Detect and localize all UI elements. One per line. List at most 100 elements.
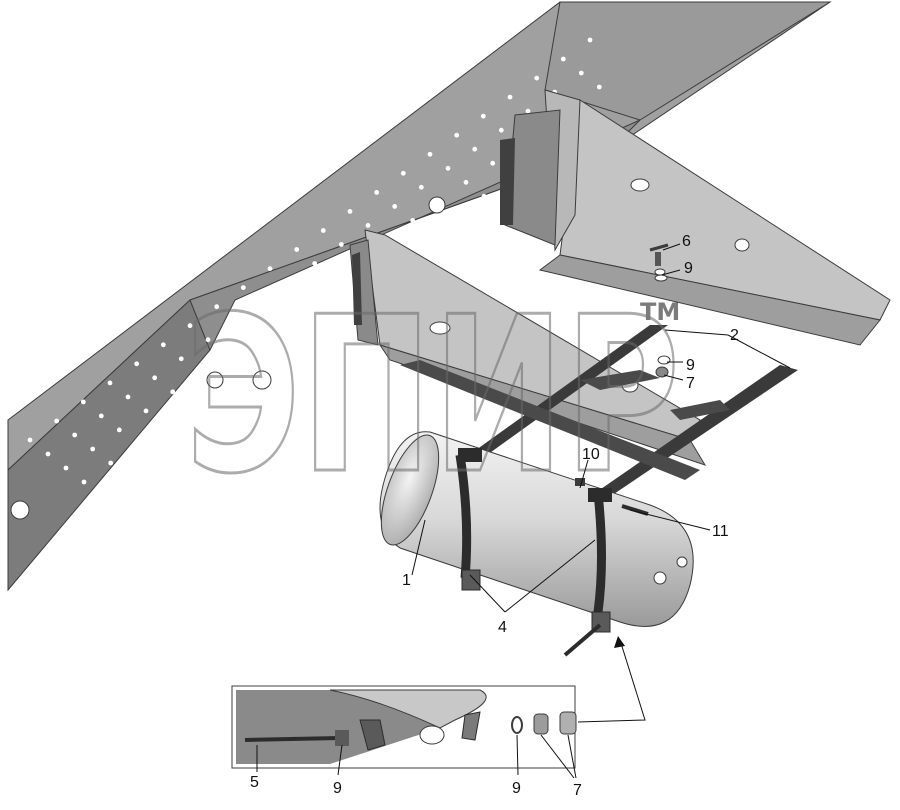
frame-large-hole (10, 500, 30, 520)
frame-hole (410, 218, 416, 223)
frame-hole (258, 299, 264, 304)
frame-hole (267, 266, 273, 271)
watermark-tm: TM (640, 298, 680, 326)
frame-hole (223, 351, 229, 357)
frame-hole (454, 132, 460, 138)
frame-hole (134, 441, 140, 447)
leader-lines (256, 243, 791, 772)
frame-hole (188, 403, 194, 409)
frame-hole (454, 212, 460, 218)
frame-hole (250, 332, 256, 338)
frame-hole (80, 399, 86, 405)
watermark: ЭПИР TM (184, 269, 682, 523)
frame-hole (427, 151, 433, 157)
frame-hole (365, 223, 371, 228)
frame-hole (596, 84, 602, 90)
frame-hole (330, 275, 336, 280)
frame-hole (214, 304, 220, 310)
frame-hole (107, 380, 113, 386)
callout-9-inset-right: 9 (512, 780, 521, 797)
frame-hole (498, 127, 504, 133)
frame-hole (418, 184, 424, 190)
callouts: 6 9 2 9 7 10 11 1 4 5 9 9 7 (250, 233, 739, 799)
frame-hole (125, 394, 131, 400)
frame-hole (63, 465, 69, 471)
frame-hole (143, 408, 149, 414)
frame-hole (481, 193, 487, 199)
frame-hole (294, 247, 300, 252)
frame-hole (312, 261, 318, 266)
detail-inset (231, 685, 577, 769)
frame-hole (187, 323, 193, 329)
frame-hole (490, 160, 496, 166)
callout-2: 2 (730, 327, 739, 344)
frame-hole (285, 280, 291, 285)
frame-hole (534, 75, 540, 81)
frame-hole (232, 318, 238, 324)
frame-large-hole (252, 370, 272, 390)
frame-hole (27, 437, 33, 443)
watermark-text: ЭПИР (185, 270, 680, 521)
callout-4: 4 (498, 619, 507, 636)
frame-hole (45, 451, 51, 457)
callout-9-middle: 9 (686, 357, 695, 374)
frame-hole (463, 179, 469, 185)
frame-hole (294, 327, 300, 332)
frame-hole (587, 37, 593, 43)
frame-hole (525, 108, 531, 114)
frame-hole (480, 113, 486, 119)
frame-hole (374, 190, 380, 195)
callout-9-upper: 9 (684, 260, 693, 277)
frame-hole (54, 418, 60, 424)
frame-large-hole (206, 371, 224, 389)
frame-hole (116, 427, 122, 433)
frame-hole (347, 209, 353, 214)
frame-holes (10, 37, 602, 520)
frame-large-hole (428, 196, 446, 214)
callout-11: 11 (712, 523, 729, 540)
callout-7-inset: 7 (573, 782, 582, 799)
frame-hole (108, 460, 114, 466)
right-bracket (500, 89, 891, 346)
frame-hole (400, 170, 406, 176)
frame-hole (276, 313, 282, 318)
frame-hole (240, 285, 246, 290)
frame-hole (170, 389, 176, 395)
frame-hole (445, 165, 451, 171)
frame-hole (348, 289, 354, 294)
callout-1: 1 (402, 572, 411, 589)
callout-9-inset-left: 9 (333, 780, 342, 797)
callout-6: 6 (682, 233, 691, 250)
callout-10: 10 (582, 446, 600, 463)
frame-hole (72, 432, 78, 438)
frame-hole (321, 308, 327, 313)
frame-hole (161, 422, 167, 428)
frame-hole (428, 232, 434, 237)
frame-hole (338, 242, 344, 247)
frame-hole (392, 204, 398, 209)
frame-hole (241, 365, 247, 371)
frame-hole (303, 294, 309, 299)
callout-5: 5 (250, 774, 259, 791)
frame-hole (160, 342, 166, 348)
frame-hole (320, 228, 326, 233)
frame-hole (90, 446, 96, 452)
frame-hole (507, 94, 513, 100)
callout-7-middle: 7 (686, 375, 695, 392)
frame-hole (268, 346, 274, 352)
frame-hole (134, 361, 140, 367)
frame-hole (472, 146, 478, 152)
detail-arrow (577, 636, 646, 723)
inset-leaders (256, 734, 577, 779)
frame-hole (178, 356, 184, 362)
frame-hole (98, 413, 104, 419)
frame-hole (152, 375, 158, 381)
cross-bars (400, 325, 798, 500)
frame-hole (81, 479, 87, 485)
frame-hole (196, 370, 202, 376)
frame-hole (560, 56, 566, 62)
air-tank (379, 431, 694, 657)
frame-hole (205, 337, 211, 343)
frame-hole (578, 70, 584, 76)
